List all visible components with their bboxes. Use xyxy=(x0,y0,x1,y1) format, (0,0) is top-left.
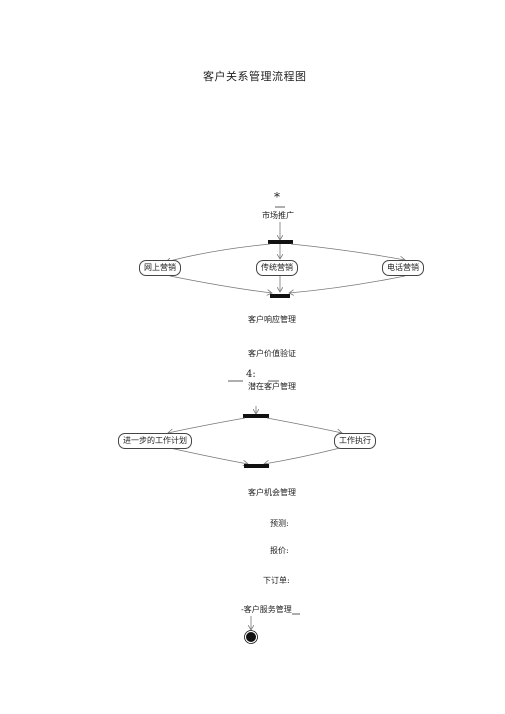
node-plan: 进一步的工作计划 xyxy=(118,433,192,449)
node-execute: 工作执行 xyxy=(334,433,376,449)
edge-fork-online xyxy=(166,243,271,262)
end-node-outer xyxy=(244,630,258,644)
node-market: 市场推广 xyxy=(262,211,294,220)
edge-plan-join xyxy=(169,447,248,464)
step-number: 4: xyxy=(246,369,256,380)
edge-phone-join xyxy=(289,275,406,293)
edge-fork-plan xyxy=(168,417,246,433)
node-order: 下订单: xyxy=(263,576,290,585)
edge-fork-execute xyxy=(266,417,342,433)
end-node-inner xyxy=(246,632,256,642)
node-traditional: 传统营销 xyxy=(256,260,298,276)
join-bar-1 xyxy=(270,294,290,298)
node-quote: 报价: xyxy=(270,546,289,555)
node-value: 客户价值验证 xyxy=(248,349,296,358)
node-potential: 潜在客户管理 xyxy=(248,382,296,391)
node-opportunity: 客户机会管理 xyxy=(248,488,296,497)
node-service: -客户服务管理 xyxy=(241,605,292,614)
node-response: 客户响应管理 xyxy=(248,315,296,324)
join-bar-2 xyxy=(244,464,269,468)
edge-execute-join xyxy=(264,447,341,464)
edge-fork-phone xyxy=(290,243,405,260)
fork-bar-1 xyxy=(268,240,293,244)
start-node: * xyxy=(274,190,280,204)
edge-online-join xyxy=(169,275,272,293)
node-forecast: 预测: xyxy=(270,519,289,528)
fork-bar-2 xyxy=(243,414,269,418)
page-title: 客户关系管理流程图 xyxy=(203,70,307,83)
node-online: 网上营销 xyxy=(139,260,181,276)
node-phone: 电话营销 xyxy=(382,260,424,276)
